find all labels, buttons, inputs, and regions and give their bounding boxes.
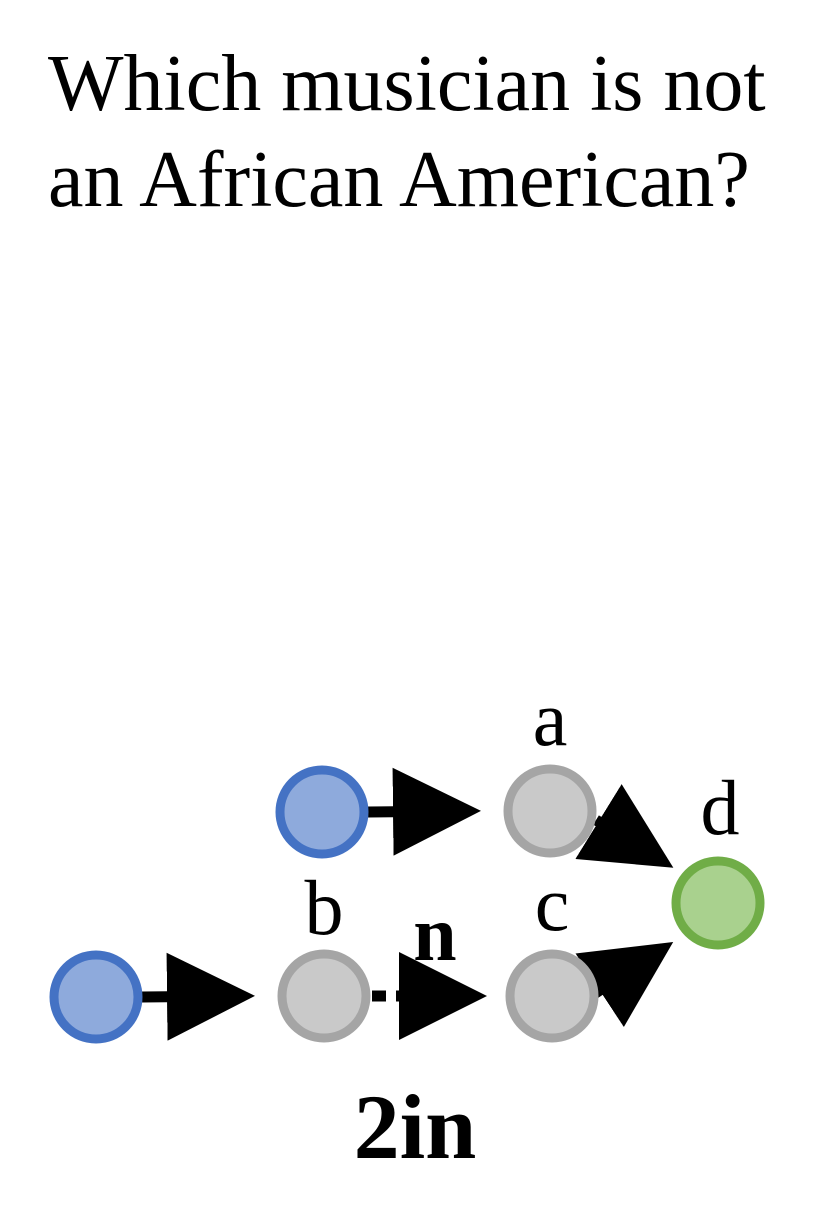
node-b <box>277 949 371 1043</box>
question-line-2: an African American? <box>48 136 750 224</box>
edge-a-to-d-dotted <box>575 784 674 868</box>
answer-node-d <box>671 856 765 950</box>
node-label-b: b <box>305 864 344 951</box>
anchor-node-top <box>275 765 369 859</box>
edge-c-to-d-dotted <box>575 941 674 1028</box>
node-c <box>505 949 599 1043</box>
node-label-a: a <box>533 675 568 762</box>
edge-anchor-top-to-a <box>367 767 481 856</box>
question-line-1: Which musician is not <box>48 40 766 128</box>
anchor-node-bottom <box>49 950 143 1044</box>
question-text: Which musician is not an African America… <box>48 36 818 228</box>
node-a <box>503 764 597 858</box>
edge-anchor-bottom-to-b <box>141 952 255 1041</box>
node-label-c: c <box>535 860 570 947</box>
edge-label-n: n <box>413 890 456 977</box>
diagram-caption: 2in <box>354 1076 477 1178</box>
node-label-d: d <box>701 764 740 851</box>
